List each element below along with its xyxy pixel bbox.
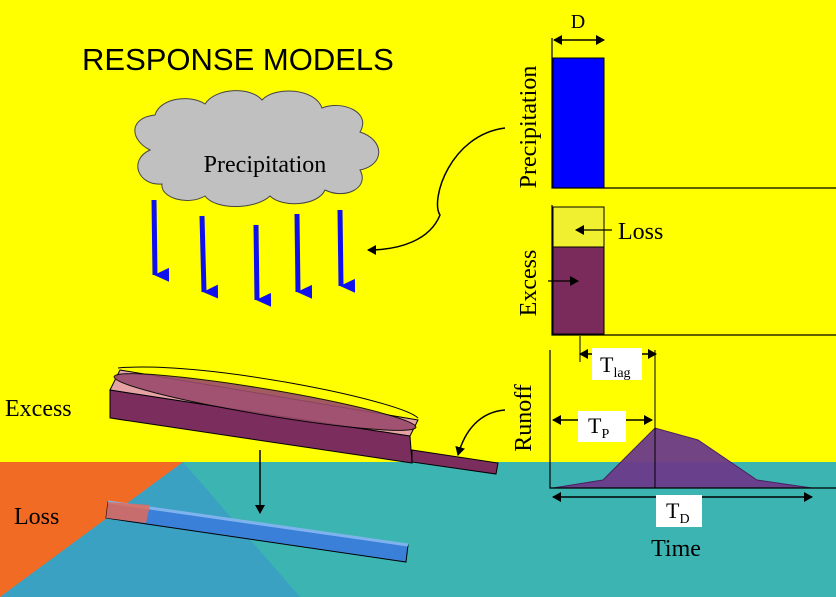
page-title: RESPONSE MODELS	[82, 42, 394, 77]
rain-arrow	[253, 224, 272, 307]
peak-label-box	[578, 411, 626, 442]
precipitation-axis	[551, 38, 836, 189]
curved-arrow-runoff	[455, 409, 506, 456]
duration-label: D	[571, 11, 585, 33]
rain-arrow	[294, 213, 313, 299]
runoff-hydrograph	[553, 428, 812, 488]
time-axis-label: Time	[651, 536, 701, 562]
excess-axis	[551, 205, 836, 336]
rain-arrows	[151, 199, 356, 307]
excess-bar	[552, 246, 605, 335]
peak-label: TP	[588, 413, 609, 442]
rain-arrow	[199, 215, 219, 299]
cloud-label: Precipitation	[204, 152, 327, 178]
excess-pan	[109, 366, 499, 475]
cloud	[134, 90, 380, 207]
loss-bar	[552, 206, 605, 248]
base-time-label-box	[656, 495, 702, 527]
precipitation-axis-label: Precipitation	[516, 66, 542, 189]
excess-axis-label: Excess	[516, 250, 542, 317]
base-time-label: TD	[666, 498, 690, 527]
runoff-axis-label: Runoff	[511, 384, 537, 452]
rain-arrow	[337, 209, 356, 293]
runoff-axis	[549, 350, 836, 489]
blue-triangle	[0, 462, 300, 597]
curved-arrow-precip	[367, 127, 506, 255]
loss-annotation: Loss	[618, 219, 663, 245]
excess-label: Excess	[5, 396, 72, 422]
lag-label: Tlag	[600, 352, 631, 381]
pan-handle	[411, 449, 499, 475]
precipitation-bar	[552, 57, 605, 189]
loss-label: Loss	[14, 504, 59, 530]
lag-label-box	[592, 348, 642, 380]
rain-arrow	[151, 199, 170, 282]
loss-plate	[105, 500, 409, 563]
